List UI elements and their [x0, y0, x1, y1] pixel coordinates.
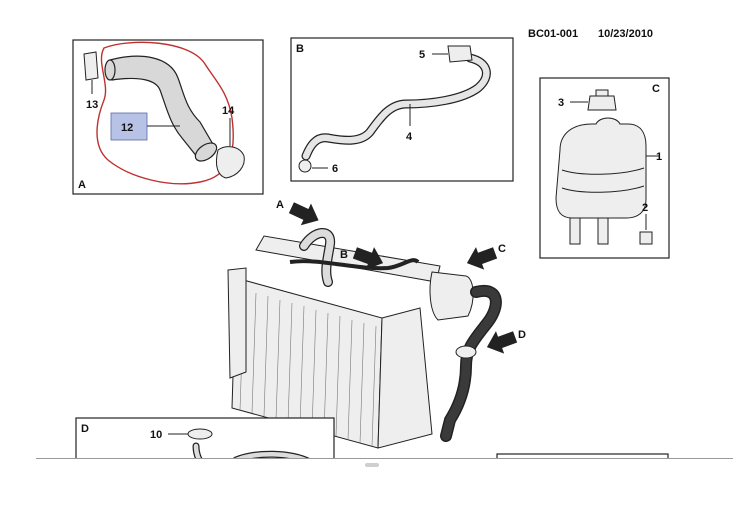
callout-arrow-icon	[352, 247, 384, 270]
radiator-side-tank	[377, 307, 433, 449]
clamp-13-icon	[83, 51, 99, 81]
clamp-14-icon	[215, 146, 245, 179]
panel-b: B 5 4 6	[290, 37, 514, 182]
panel-b-letter: B	[296, 43, 304, 55]
callout-arrow-icon	[486, 331, 518, 354]
part-label-14: 14	[222, 105, 235, 117]
reservoir-1-icon	[555, 117, 647, 219]
overflow-hose	[289, 258, 420, 271]
callout-arrow-icon	[466, 247, 498, 270]
reservoir-in-situ	[429, 271, 474, 321]
callout-letter-d: D	[518, 329, 526, 341]
panel-a: A 13 14 12	[72, 39, 264, 195]
resize-handle[interactable]	[365, 463, 379, 467]
part-12-highlight	[110, 112, 148, 141]
condenser-receiver	[227, 267, 247, 379]
callout-c: C	[466, 243, 506, 270]
panel-a-letter: A	[78, 179, 86, 191]
part-label-3: 3	[558, 97, 564, 109]
viewer-bottom-bar	[36, 458, 733, 523]
callout-letter-c: C	[498, 243, 506, 255]
callout-d: D	[486, 329, 526, 354]
callout-letter-b: B	[340, 249, 348, 261]
hose-end	[194, 142, 218, 162]
callout-a: A	[276, 199, 319, 226]
part-label-6: 6	[332, 163, 338, 175]
hose-end	[104, 59, 116, 81]
part-label-10: 10	[150, 429, 162, 441]
part-label-2: 2	[642, 202, 648, 214]
callout-b: B	[340, 247, 384, 270]
part-label-4: 4	[406, 131, 413, 143]
bolt-2-icon	[639, 231, 653, 245]
panel-c-letter: C	[652, 83, 660, 95]
document-code: BC01-001	[528, 28, 578, 40]
radiator-assembly	[227, 228, 502, 449]
callout-letter-a: A	[276, 199, 284, 211]
callout-arrow-icon	[288, 202, 319, 226]
highlight-outline	[96, 41, 234, 185]
part-label-13: 13	[86, 99, 98, 111]
cap-3-icon	[587, 95, 617, 111]
panel-c: C 3 1 2	[539, 77, 670, 259]
panel-d-letter: D	[81, 423, 89, 435]
clamp-6-icon	[298, 159, 312, 173]
part-label-1: 1	[656, 151, 662, 163]
lower-hose-clamp	[455, 345, 477, 359]
clip-5-icon	[447, 45, 473, 63]
cap-10-icon	[187, 428, 213, 440]
part-label-5: 5	[419, 49, 425, 61]
document-date: 10/23/2010	[598, 28, 653, 40]
part-label-12: 12	[121, 122, 133, 134]
